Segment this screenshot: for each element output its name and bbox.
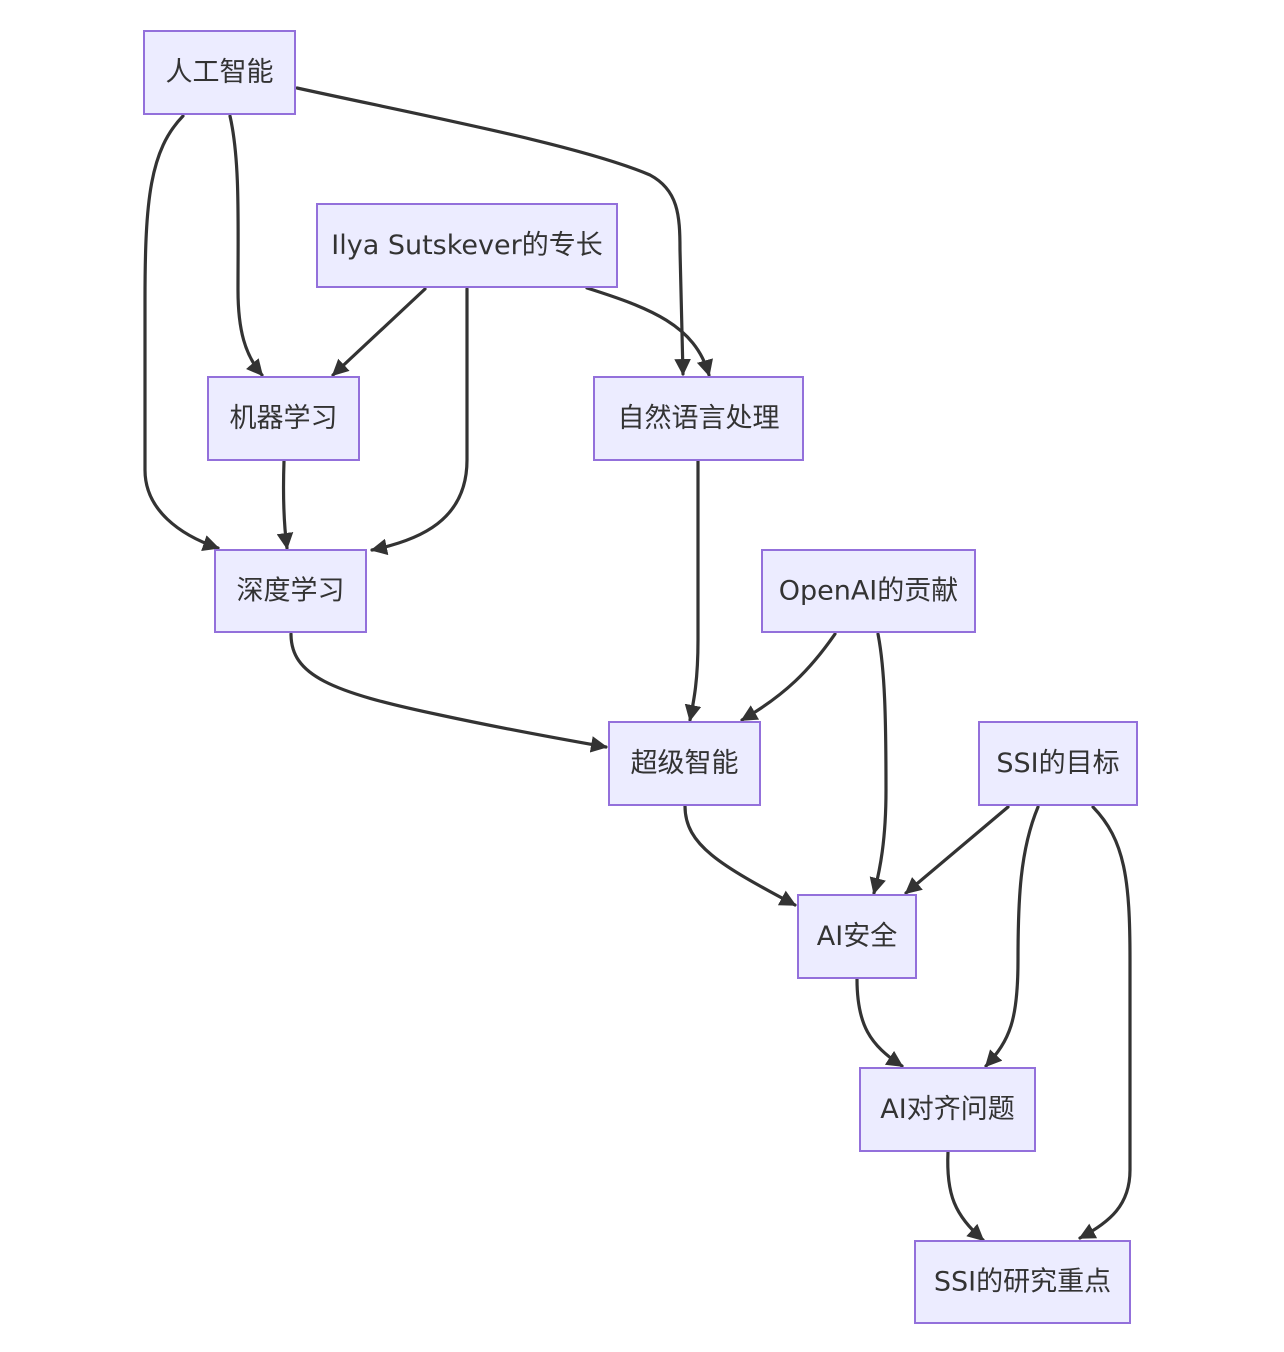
edge-oai-to-asi: [740, 632, 837, 722]
edge-asi-to-safe: [683, 804, 797, 907]
node-ml-label: 机器学习: [230, 403, 338, 434]
node-ssig[interactable]: SSI的目标: [978, 721, 1138, 806]
edge-ilya-to-dl: [370, 287, 469, 556]
edge-dl-to-asi: [289, 632, 608, 753]
edge-ai-to-ml: [228, 114, 264, 377]
edge-align-to-ssir: [946, 1150, 985, 1242]
node-ai-label: 人工智能: [166, 57, 274, 88]
node-safe-label: AI安全: [817, 921, 897, 952]
edge-oai-to-safe: [869, 632, 888, 895]
edge-ml-to-dl: [276, 459, 294, 550]
edge-ilya-to-ml: [331, 287, 427, 377]
node-asi[interactable]: 超级智能: [608, 721, 761, 806]
node-align-label: AI对齐问题: [880, 1094, 1014, 1125]
node-oai[interactable]: OpenAI的贡献: [761, 549, 976, 633]
node-ssir[interactable]: SSI的研究重点: [914, 1240, 1131, 1324]
edge-nlp-to-asi: [684, 459, 702, 722]
edge-layer: [143, 86, 1132, 1242]
edge-ai-to-dl: [143, 114, 220, 552]
edge-ai-to-nlp: [295, 86, 691, 376]
node-dl-label: 深度学习: [237, 576, 345, 607]
node-oai-label: OpenAI的贡献: [779, 576, 959, 607]
node-ssig-label: SSI的目标: [996, 748, 1119, 779]
node-asi-label: 超级智能: [631, 748, 739, 779]
node-safe[interactable]: AI安全: [797, 894, 917, 979]
node-ai[interactable]: 人工智能: [143, 30, 296, 115]
node-ilya-label: Ilya Sutskever的专长: [331, 230, 602, 261]
edge-safe-to-align: [855, 977, 904, 1068]
edge-ilya-to-nlp: [585, 286, 713, 377]
node-ml[interactable]: 机器学习: [207, 376, 360, 461]
node-nlp[interactable]: 自然语言处理: [593, 376, 804, 461]
edge-ssig-to-align: [984, 805, 1040, 1068]
edge-ssig-to-safe: [904, 805, 1010, 895]
node-nlp-label: 自然语言处理: [618, 403, 780, 434]
node-ssir-label: SSI的研究重点: [934, 1267, 1111, 1298]
node-dl[interactable]: 深度学习: [214, 549, 367, 633]
node-align[interactable]: AI对齐问题: [859, 1067, 1036, 1152]
node-layer: 人工智能 Ilya Sutskever的专长 机器学习 自然语言处理 深度学习 …: [143, 30, 1138, 1324]
edge-ssig-to-ssir: [1078, 805, 1132, 1240]
node-ilya[interactable]: Ilya Sutskever的专长: [316, 203, 618, 288]
